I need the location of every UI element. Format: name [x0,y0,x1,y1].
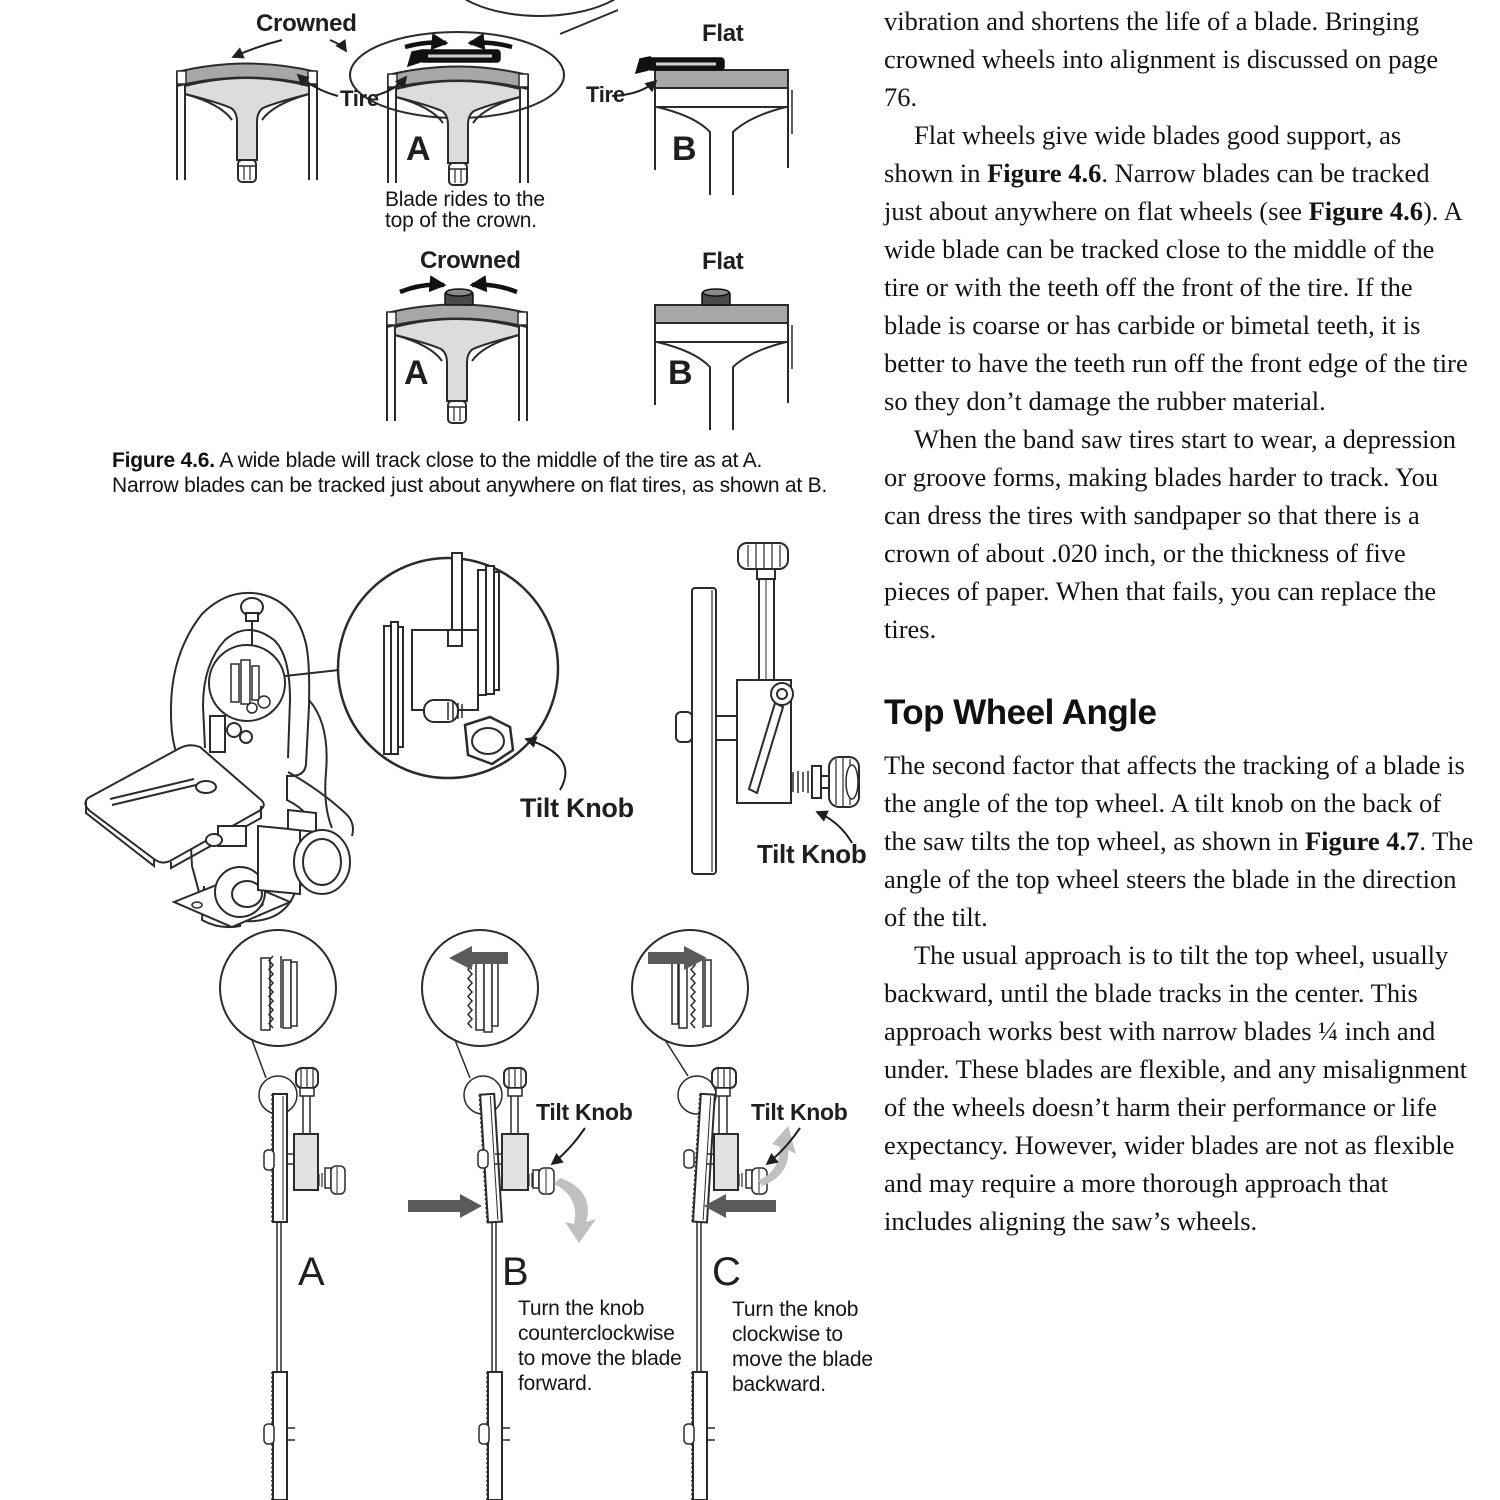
paragraph-usual-approach: The usual approach is to tilt the top wh… [884,940,1468,1236]
tilt-knob-side-arrow [815,810,853,844]
band-saw-illustration [84,591,354,929]
tilt-knob-pointer-c [765,1127,801,1166]
blade-rides-caption: Blade rides to the top of the crown. [385,188,545,232]
letter-a-bottom: A [298,1250,325,1294]
paragraph-flat-wheels: Flat wheels give wide blades good suppor… [884,120,1468,416]
flat-label-row2: Flat [702,248,744,275]
article-column: vibration and shortens the life of a bla… [884,2,1474,1240]
blade-end-on-crowned [444,288,474,306]
tilt-knob-label-zoom: Tilt Knob [520,793,634,823]
blade-on-flat [634,56,725,75]
paragraph-tires-wear: When the band saw tires start to wear, a… [884,424,1457,644]
tilt-knob-zoom-circle [336,552,560,780]
arrow-knob-turn-up [758,1126,796,1186]
flat-label-row1: Flat [702,20,744,47]
arrow-blade-top-right [648,946,707,970]
tilt-knob-zoom-arrow [524,736,567,791]
arrow-blade-mid-right [408,1194,482,1218]
letter-b-row1: B [672,130,697,168]
crowned-wheel-row1 [176,62,318,183]
caption-turn-cw: Turn the knob clockwise to move the blad… [732,1298,873,1396]
letter-a-row1: A [406,130,431,168]
tilt-knob-label-b: Tilt Knob [536,1099,633,1125]
assembly-a [219,929,346,1500]
tracking-arrows-row1 [404,33,513,51]
letter-c-bottom: C [712,1250,741,1294]
tracking-arrows-row2 [399,275,518,295]
letter-b-row2: B [668,354,693,392]
blade-end-on-flat [701,288,731,306]
caption-turn-ccw: Turn the knob counterclockwise to move t… [518,1297,682,1395]
tilt-knob-label-c: Tilt Knob [751,1099,848,1125]
assembly-b [408,929,596,1500]
assembly-c [631,929,801,1500]
crowned-label-row1: Crowned [256,10,357,37]
figure-4-6-drawing [176,0,793,431]
paragraph-second-factor: The second factor that affects the track… [884,750,1474,932]
tire-label-right: Tire [586,82,625,107]
arrow-blade-mid-left [704,1194,776,1218]
tilt-knob-pointer-b [550,1127,586,1166]
blade-on-crown [406,49,501,68]
figure-tracking-abc [219,929,801,1500]
letter-b-bottom: B [502,1250,529,1294]
figure-4-7-drawing [84,542,860,929]
heading-top-wheel-angle: Top Wheel Angle [884,693,1157,732]
figure-4-6-caption: Figure 4.6. A wide blade will track clos… [112,449,828,497]
crowned-label-row2: Crowned [420,247,521,274]
previous-figure-ellipse-fragment [464,0,619,35]
paragraph-vibration: vibration and shortens the life of a bla… [884,6,1439,112]
wheel-side-view [675,542,860,875]
tire-label-left: Tire [340,86,379,111]
arrow-blade-top-left [449,946,508,970]
leader-arrows [231,39,658,97]
letter-a-row2: A [404,354,429,392]
tilt-knob-label-side: Tilt Knob [757,839,867,869]
arrow-knob-turn-down [554,1178,596,1243]
